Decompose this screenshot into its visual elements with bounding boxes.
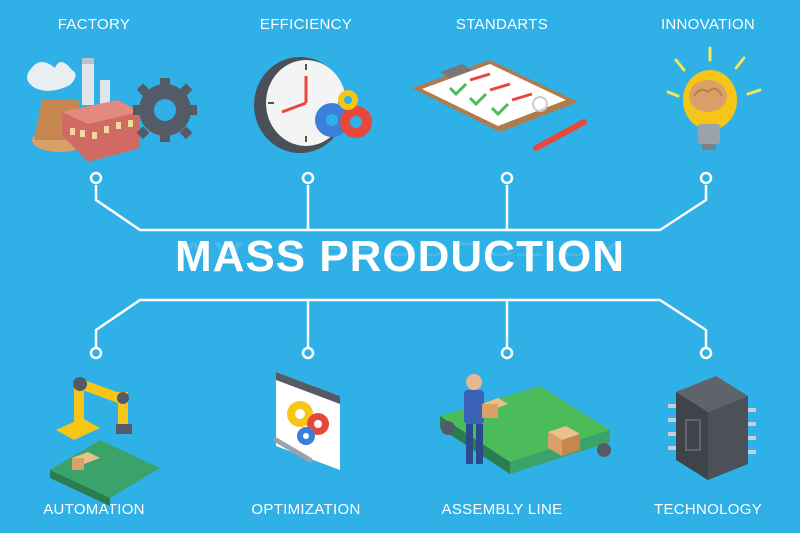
connector-node-optimization <box>301 346 315 360</box>
label-technology: TECHNOLOGY <box>653 501 762 518</box>
connector-node-factory <box>89 171 103 185</box>
connector-node-innovation <box>699 171 713 185</box>
worker-conveyor-icon <box>440 374 611 474</box>
label-innovation: INNOVATION <box>660 16 756 33</box>
label-efficiency: EFFICIENCY <box>259 16 353 33</box>
clock-gears-icon <box>254 57 372 153</box>
lightbulb-brain-icon <box>666 46 762 150</box>
connector-node-automation <box>89 346 103 360</box>
connector-node-standards <box>500 171 514 185</box>
connector-node-efficiency <box>301 171 315 185</box>
connector-node-assembly <box>500 346 514 360</box>
label-assembly-line: ASSEMBLY LINE <box>441 501 563 518</box>
clipboard-checklist-icon <box>412 60 587 151</box>
label-factory: FACTORY <box>57 16 131 33</box>
factory-icon <box>26 58 197 162</box>
label-automation: AUTOMATION <box>43 501 145 518</box>
connector-node-technology <box>699 346 713 360</box>
label-standards: STANDARTS <box>455 16 549 33</box>
robot-arm-conveyor-icon <box>50 377 160 506</box>
diagram-title: MASS PRODUCTION <box>174 232 626 281</box>
label-optimization: OPTIMIZATION <box>251 501 361 518</box>
microchip-icon <box>668 376 756 480</box>
browser-gears-icon <box>273 372 340 470</box>
